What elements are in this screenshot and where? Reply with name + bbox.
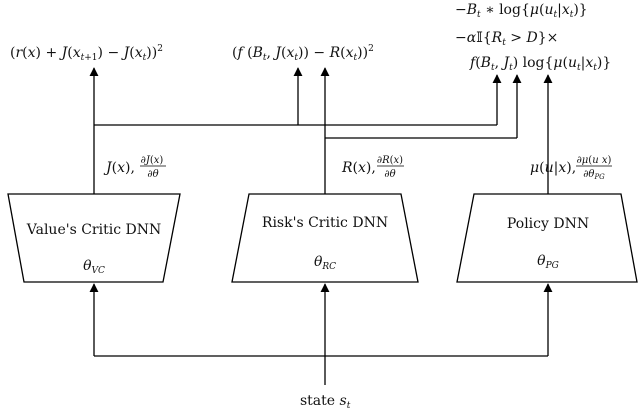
risk-critic-network: Risk's Critic DNN θRC <box>231 193 419 283</box>
svg-text:R(x),: R(x), <box>341 160 376 176</box>
policy-loss-line3: f(Bt, Jt) log{μ(ut|xt)} <box>469 55 611 73</box>
risk-output-label: R(x), ∂R(x) ∂θ <box>341 155 404 180</box>
policy-network: Policy DNN θPG <box>456 193 638 283</box>
state-label: state st <box>300 393 351 411</box>
connector-lines <box>89 67 553 194</box>
svg-text:∂μ(u x): ∂μ(u x) <box>577 155 612 166</box>
value-output-label: J(x), ∂J(x) ∂θ <box>103 155 166 180</box>
value-critic-param: θVC <box>83 258 105 276</box>
policy-loss-formula: −Bt ∗ log{μ(ut|xt)} −α𝕀{Rt > D}× f(Bt, J… <box>455 2 611 73</box>
policy-loss-line1: −Bt ∗ log{μ(ut|xt)} <box>455 2 588 20</box>
svg-text:μ(u|x),: μ(u|x), <box>530 160 576 176</box>
risk-loss-formula: (f (Bt, J(xt)) − R(xt))2 <box>232 44 374 63</box>
policy-loss-line2: −α𝕀{Rt > D}× <box>455 30 558 48</box>
risk-critic-param: θRC <box>314 254 336 272</box>
policy-label: Policy DNN <box>507 216 589 232</box>
risk-critic-label: Risk's Critic DNN <box>262 215 388 231</box>
value-critic-label: Value's Critic DNN <box>26 222 161 238</box>
svg-text:∂θ: ∂θ <box>384 169 395 180</box>
value-critic-network: Value's Critic DNN θVC <box>7 193 181 283</box>
value-loss-formula: (r(x) + J(xt+1) − J(xt))2 <box>10 44 163 63</box>
svg-text:∂θPG: ∂θPG <box>583 169 605 181</box>
svg-text:∂R(x): ∂R(x) <box>377 155 403 166</box>
svg-text:∂J(x): ∂J(x) <box>141 155 164 166</box>
input-lines <box>89 283 553 385</box>
policy-param: θPG <box>537 253 559 271</box>
svg-text:J(x),: J(x), <box>103 160 135 176</box>
svg-text:∂θ: ∂θ <box>147 169 158 180</box>
policy-output-label: μ(u|x), ∂μ(u x) ∂θPG <box>530 155 612 181</box>
